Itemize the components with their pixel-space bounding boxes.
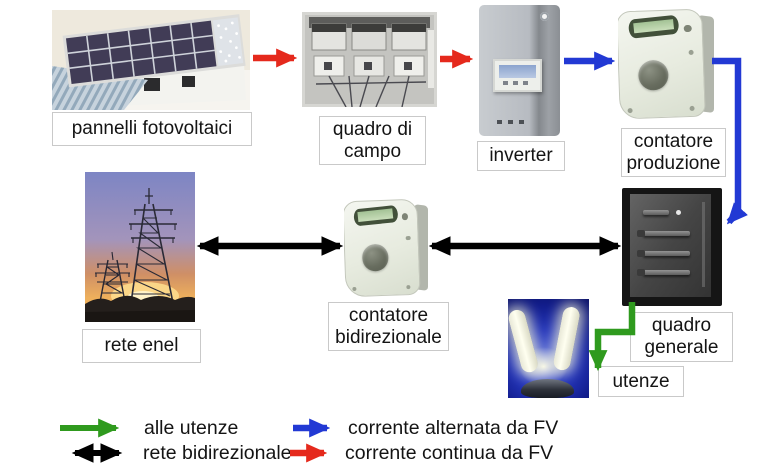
label-inverter: inverter xyxy=(477,141,565,171)
meter-screw xyxy=(352,286,357,292)
meter-lcd-screen xyxy=(633,19,675,35)
black-double-arrow-icon xyxy=(71,443,123,463)
meter-screw xyxy=(406,284,411,290)
legend-item-corrente-alternata: corrente alternata da FV xyxy=(291,417,558,439)
meter-lcd xyxy=(627,15,680,40)
legend-label: rete bidirezionale xyxy=(143,441,292,464)
photo-quadro-generale xyxy=(622,188,722,306)
label-pannelli-fotovoltaici: pannelli fotovoltaici xyxy=(52,112,252,146)
blue-arrow-icon xyxy=(293,418,331,438)
green-arrow-icon xyxy=(60,418,120,438)
pylons-sunset-illustration xyxy=(85,172,195,322)
breaker-row xyxy=(636,269,690,277)
legend-item-alle-utenze: alle utenze xyxy=(58,417,238,439)
meter-lcd xyxy=(352,204,398,226)
lamp-base xyxy=(520,379,575,398)
label-utenze: utenze xyxy=(598,366,684,397)
breaker-handle xyxy=(636,249,645,257)
solar-roof-illustration xyxy=(52,10,250,110)
inverter-label-marks xyxy=(496,120,525,125)
field-switchboard-illustration xyxy=(302,12,437,107)
breaker-row xyxy=(636,230,690,238)
label-contatore-produzione: contatore produzione xyxy=(621,128,726,177)
meter-sensor-dot xyxy=(401,213,409,220)
meter-emblem xyxy=(638,59,670,92)
legend-label: alle utenze xyxy=(144,416,239,439)
meter-body xyxy=(344,198,421,297)
breaker-handle xyxy=(636,269,645,277)
breaker-row xyxy=(636,249,690,257)
legend-label: corrente continua da FV xyxy=(345,441,554,464)
meter-screw xyxy=(627,108,633,114)
photo-rete-enel xyxy=(85,172,195,322)
meter-sensor-dot xyxy=(683,25,692,33)
label-rete-enel: rete enel xyxy=(82,329,201,363)
meter-emblem xyxy=(361,243,389,272)
breaker-row xyxy=(642,210,681,216)
indicator-dot xyxy=(675,210,681,216)
door-edge-highlight xyxy=(702,202,705,287)
meter-screw xyxy=(688,106,695,112)
legend-item-rete-bidirezionale: rete bidirezionale xyxy=(55,442,292,464)
meter-screw xyxy=(405,235,411,241)
meter-lcd-screen xyxy=(357,208,394,222)
label-quadro-di-campo: quadro di campo xyxy=(319,116,426,165)
photo-quadro-di-campo xyxy=(302,12,437,107)
inverter-keypad xyxy=(502,80,531,85)
breaker-handle xyxy=(636,230,645,238)
photo-pannelli-fotovoltaici xyxy=(52,10,250,110)
legend-label: corrente alternata da FV xyxy=(348,416,559,439)
switchboard-door xyxy=(630,194,711,297)
legend-item-corrente-continua: corrente continua da FV xyxy=(288,442,553,464)
meter-screw xyxy=(688,50,694,56)
arrow-quadro-generale-to-utenze xyxy=(588,302,636,372)
inverter-lcd-screen xyxy=(499,64,536,78)
photo-inverter xyxy=(479,5,560,136)
photo-contatore-produzione xyxy=(618,8,714,120)
inverter-display xyxy=(492,58,543,92)
red-arrow-icon xyxy=(290,443,328,463)
inverter-logo-badge xyxy=(540,12,549,21)
label-contatore-bidirezionale: contatore bidirezionale xyxy=(328,302,449,351)
photo-utenze-lamp xyxy=(508,299,589,398)
photo-contatore-bidirezionale xyxy=(344,198,428,297)
meter-body xyxy=(618,8,706,120)
label-quadro-generale: quadro generale xyxy=(630,312,733,362)
